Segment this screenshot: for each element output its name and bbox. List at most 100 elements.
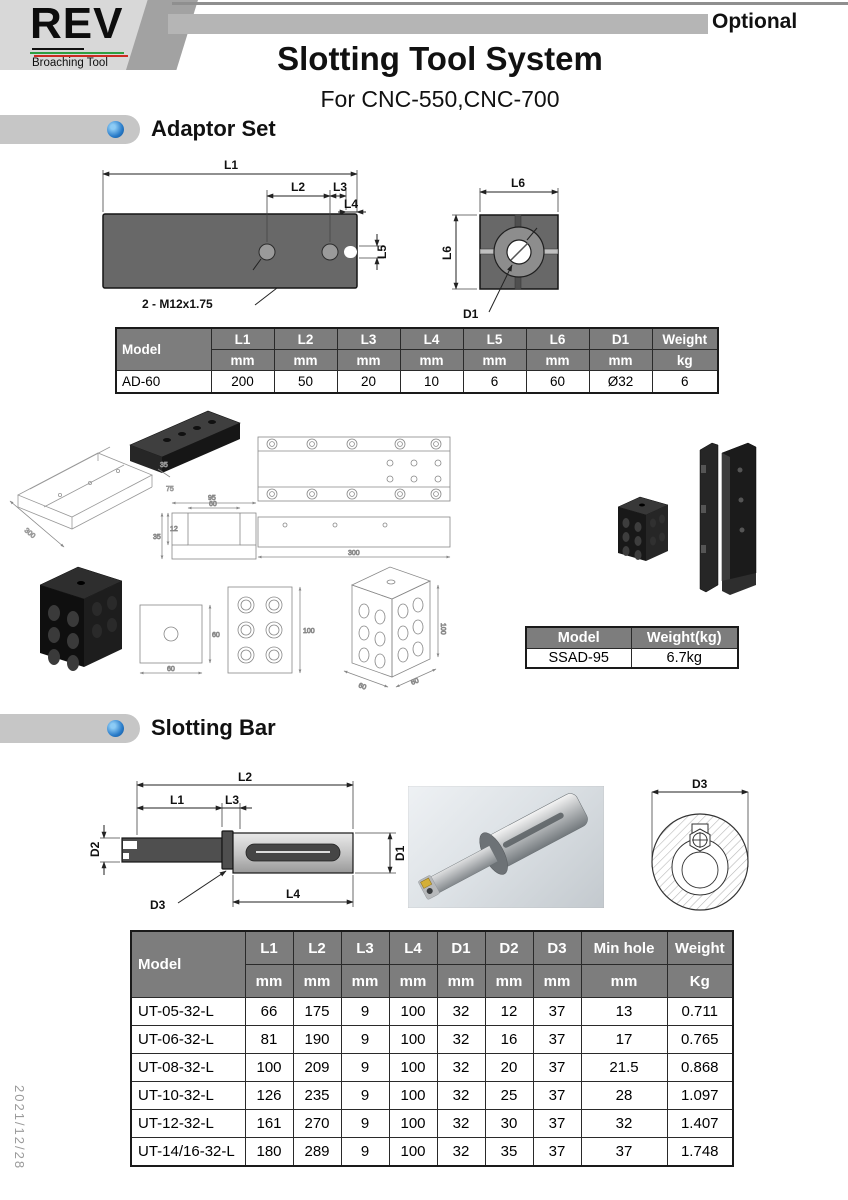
slot-notch bbox=[344, 246, 357, 258]
column-header: Model bbox=[115, 327, 212, 371]
svg-text:60: 60 bbox=[167, 666, 175, 673]
table-cell: 180 bbox=[244, 1137, 294, 1167]
column-header: Min hole bbox=[580, 930, 668, 965]
plate-top-view bbox=[257, 436, 451, 502]
column-header: L3 bbox=[340, 930, 390, 965]
column-header: D2 bbox=[484, 930, 534, 965]
column-header: D3 bbox=[532, 930, 582, 965]
column-header: D1 bbox=[588, 327, 653, 350]
svg-text:300: 300 bbox=[348, 550, 360, 557]
channel-cross-section: 95 60 35 12 bbox=[153, 495, 257, 560]
svg-text:60: 60 bbox=[410, 677, 420, 686]
table-cell: 21.5 bbox=[580, 1053, 668, 1082]
table-cell: 100 bbox=[388, 1109, 438, 1138]
table-cell: 32 bbox=[436, 997, 486, 1026]
table-cell: 9 bbox=[340, 1137, 390, 1167]
table-cell: 1.097 bbox=[666, 1081, 734, 1110]
table-cell: 0.711 bbox=[666, 997, 734, 1026]
table-cell: 32 bbox=[436, 1053, 486, 1082]
svg-text:L6: L6 bbox=[440, 246, 454, 260]
plate-side-view: 300 bbox=[257, 516, 451, 559]
slotbar-end-view: D3 bbox=[651, 777, 749, 911]
svg-text:L5: L5 bbox=[375, 245, 389, 259]
table-cell: 6 bbox=[462, 370, 527, 394]
column-header: Model bbox=[130, 930, 246, 998]
svg-text:95: 95 bbox=[208, 495, 216, 502]
column-header: D1 bbox=[436, 930, 486, 965]
svg-text:D3: D3 bbox=[692, 777, 708, 791]
table-cell: 100 bbox=[388, 1137, 438, 1167]
table-cell: 37 bbox=[532, 1081, 582, 1110]
adaptor-cad-views: 300 35 75 95 60 35 12 bbox=[9, 410, 757, 692]
table-cell: 32 bbox=[436, 1025, 486, 1054]
column-header: L2 bbox=[292, 930, 342, 965]
table-cell: 17 bbox=[580, 1025, 668, 1054]
header-gray-bar bbox=[168, 14, 708, 34]
section-title-slotting: Slotting Bar bbox=[151, 715, 276, 740]
table-cell: 9 bbox=[340, 1025, 390, 1054]
unit-header: mm bbox=[580, 964, 668, 998]
svg-text:100: 100 bbox=[439, 623, 446, 635]
table-cell: 9 bbox=[340, 1109, 390, 1138]
svg-text:100: 100 bbox=[303, 628, 315, 635]
ssad-block-render bbox=[617, 496, 669, 561]
table-cell: 81 bbox=[244, 1025, 294, 1054]
column-header: L5 bbox=[462, 327, 527, 350]
table-cell: 37 bbox=[532, 1053, 582, 1082]
svg-text:D1: D1 bbox=[463, 307, 479, 321]
brand-logo: REV Broaching Tool bbox=[0, 0, 198, 70]
unit-header: mm bbox=[340, 964, 390, 998]
column-header: L1 bbox=[244, 930, 294, 965]
svg-text:60: 60 bbox=[212, 632, 220, 639]
column-header: L6 bbox=[525, 327, 590, 350]
table-cell: 9 bbox=[340, 1081, 390, 1110]
unit-header: mm bbox=[399, 349, 464, 371]
svg-text:L6: L6 bbox=[511, 176, 525, 190]
slotbar-photo-render bbox=[408, 786, 604, 908]
svg-text:2 - M12x1.75: 2 - M12x1.75 bbox=[142, 297, 213, 311]
page-title: Slotting Tool System bbox=[277, 40, 603, 77]
svg-text:L4: L4 bbox=[344, 197, 358, 211]
table-cell: 28 bbox=[580, 1081, 668, 1110]
logo-inner: REV Broaching Tool bbox=[30, 2, 160, 69]
model-cell: UT-08-32-L bbox=[130, 1053, 246, 1082]
table-cell: 12 bbox=[484, 997, 534, 1026]
table-cell: 100 bbox=[244, 1053, 294, 1082]
table-cell: 6 bbox=[651, 370, 719, 394]
table-cell: 289 bbox=[292, 1137, 342, 1167]
table-cell: 235 bbox=[292, 1081, 342, 1110]
unit-header: Kg bbox=[666, 964, 734, 998]
svg-text:75: 75 bbox=[166, 486, 174, 493]
model-cell: UT-10-32-L bbox=[130, 1081, 246, 1110]
table-cell: 175 bbox=[292, 997, 342, 1026]
column-header: Weight bbox=[651, 327, 719, 350]
unit-header: mm bbox=[532, 964, 582, 998]
section-bullet-icon bbox=[107, 720, 124, 737]
table-cell: 37 bbox=[580, 1137, 668, 1167]
block-top-view: 60 60 bbox=[139, 604, 220, 675]
table-cell: 126 bbox=[244, 1081, 294, 1110]
svg-text:L4: L4 bbox=[286, 887, 300, 901]
svg-text:35: 35 bbox=[160, 462, 168, 469]
adaptor-dimension-drawing: L1 L2 L3 L4 L5 2 - M12x1.75 bbox=[102, 158, 559, 321]
table-cell: 66 bbox=[244, 997, 294, 1026]
logo-underline bbox=[32, 48, 84, 50]
unit-header: mm bbox=[484, 964, 534, 998]
logo-green-line bbox=[30, 52, 124, 54]
table-cell: 1.748 bbox=[666, 1137, 734, 1167]
unit-header: mm bbox=[244, 964, 294, 998]
model-cell: UT-06-32-L bbox=[130, 1025, 246, 1054]
unit-header: mm bbox=[436, 964, 486, 998]
table-cell: 270 bbox=[292, 1109, 342, 1138]
model-cell: UT-05-32-L bbox=[130, 997, 246, 1026]
counterbore-holes bbox=[266, 438, 442, 500]
